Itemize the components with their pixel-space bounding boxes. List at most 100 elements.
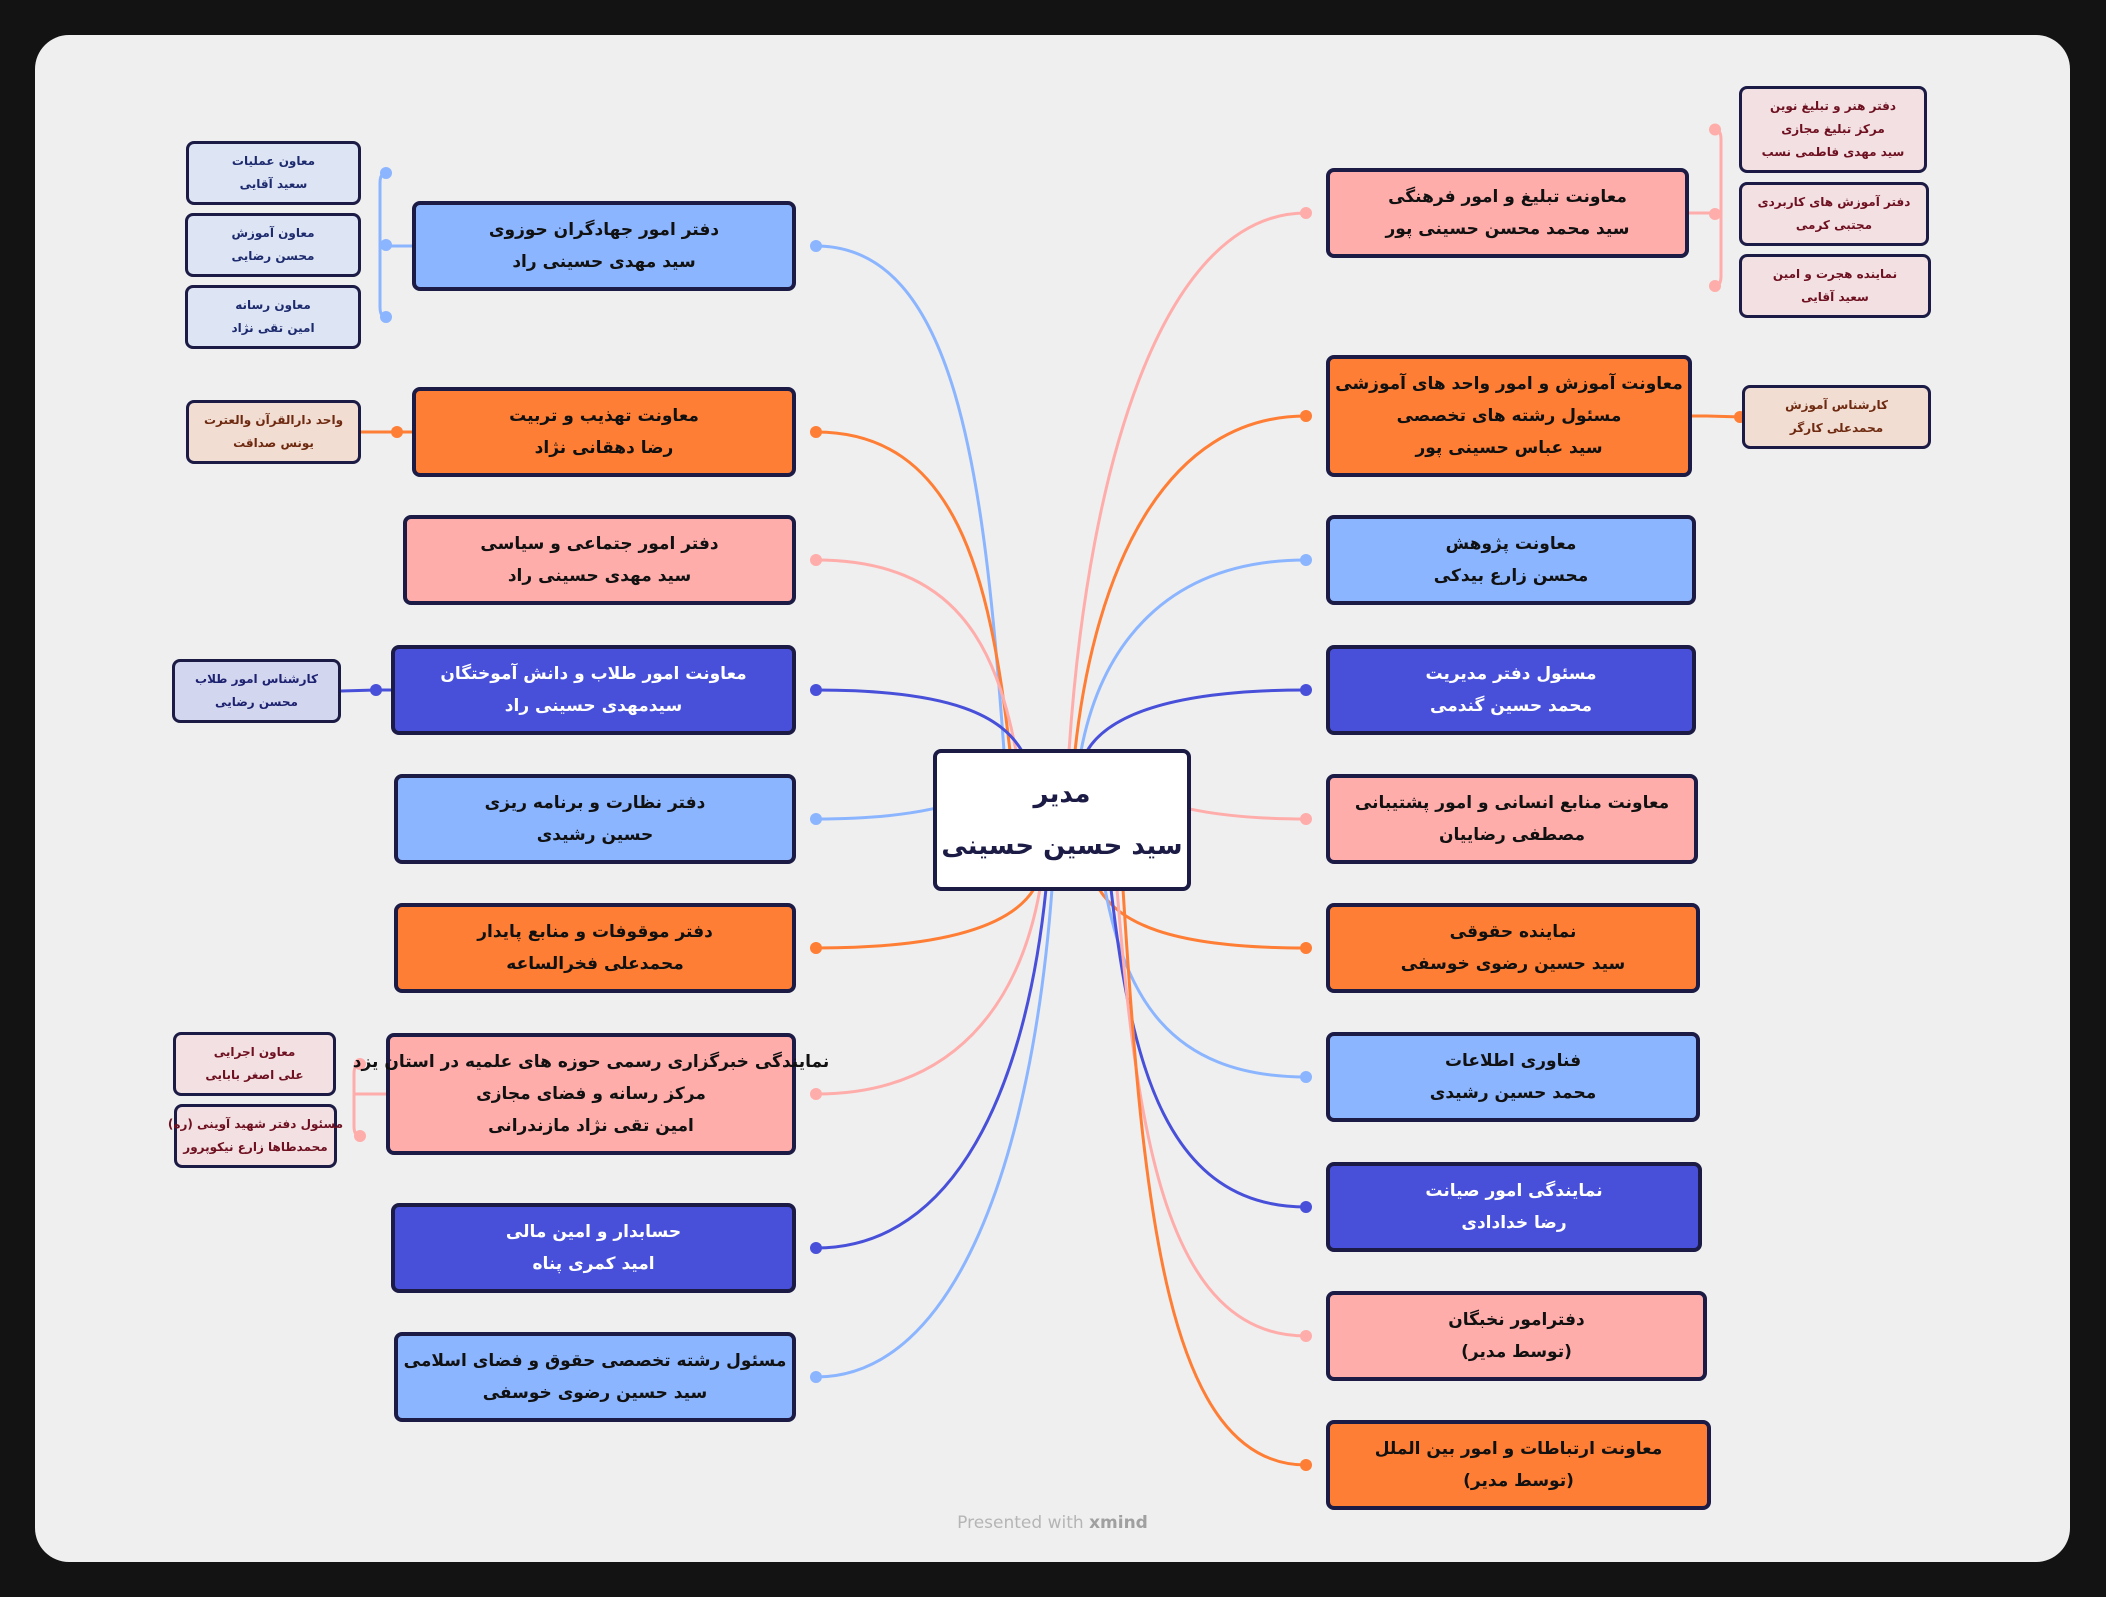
connector-dot: [1300, 684, 1312, 696]
right-topic-7-line: فناوری اطلاعات: [1444, 1051, 1582, 1071]
branch-dot: [380, 167, 392, 179]
connector-dot: [1300, 207, 1312, 219]
connector-dot: [810, 1371, 822, 1383]
right-topic-9[interactable]: دفترامور نخبگان(توسط مدیر): [1326, 1291, 1707, 1381]
connector-dot: [810, 554, 822, 566]
footer-prefix: Presented with: [957, 1513, 1084, 1533]
connector-left-2: [815, 430, 1012, 752]
connector-right-8: [1109, 888, 1307, 1209]
branch-dot: [391, 426, 403, 438]
branch-bracket: [1714, 128, 1723, 288]
left-topic-5-line: دفتر نظارت و برنامه ریزی: [484, 793, 706, 813]
connector-dot: [810, 1088, 822, 1100]
right-topic-7[interactable]: فناوری اطلاعات محمد حسین رشیدی: [1326, 1032, 1700, 1122]
connector-right-3: [1079, 558, 1307, 752]
right-topic-3-line: محسن زارع بیدکی: [1433, 566, 1589, 586]
left-topic-8-line: امید کمری پناه: [532, 1254, 655, 1274]
left-topic-6-line: محمدعلی فخرالساعه: [506, 954, 684, 974]
right-topic-3[interactable]: معاونت پژوهش محسن زارع بیدکی: [1326, 515, 1696, 605]
left-topic-2-line: رضا دهقانی نژاد: [534, 438, 674, 458]
right-topic-5[interactable]: معاونت منابع انسانی و امور پشتیبانی مصطفی…: [1326, 774, 1698, 864]
connector-right-9: [1115, 888, 1307, 1338]
right-topic-10[interactable]: معاونت ارتباطات و امور بین الملل(توسط مد…: [1326, 1420, 1711, 1510]
left-subtopic-1-1-line: معاون عملیات: [231, 154, 316, 168]
left-topic-9-line: سید حسین رضوی خوسفی: [482, 1383, 708, 1403]
left-topic-8[interactable]: حسابدار و امین مالی امید کمری پناه: [391, 1203, 796, 1293]
right-topic-5-line: مصطفی رضاییان: [1439, 825, 1586, 845]
left-topic-3-line: دفتر امور جتماعی و سیاسی: [480, 534, 719, 554]
right-subtopic-1-3-line: سعید آقایی: [1801, 290, 1869, 304]
left-topic-6[interactable]: دفتر موقوفات و منابع پایدار محمدعلی فخرال…: [394, 903, 796, 993]
connector-dot: [810, 942, 822, 954]
right-subtopic-2-1-line: محمدعلی کارگر: [1789, 421, 1884, 435]
connector-dot: [1300, 942, 1312, 954]
left-subtopic-4-1[interactable]: کارشناس امور طلاب محسن رضایی: [172, 659, 341, 723]
left-subtopic-7-2-line: محمدطاها زارع نیکوپرور: [183, 1140, 328, 1154]
connector-dot: [1300, 1071, 1312, 1083]
left-topic-7[interactable]: نمایندگی خبرگزاری رسمی حوزه های علمیه در…: [353, 1033, 829, 1155]
left-topic-3[interactable]: دفتر امور جتماعی و سیاسی سید مهدی حسینی ر…: [403, 515, 796, 605]
right-subtopic-1-1-line: مرکز تبلیغ مجازی: [1781, 122, 1885, 136]
right-topic-8-line: نمایندگی امور صیانت: [1425, 1181, 1603, 1201]
left-topic-3-line: سید مهدی حسینی راد: [507, 566, 692, 586]
left-subtopic-1-2-line: معاون آموزش: [231, 226, 315, 240]
right-topic-1-line: سید محمد محسن حسینی پور: [1385, 219, 1630, 239]
right-topic-3-line: معاونت پژوهش: [1445, 534, 1577, 554]
left-subtopic-7-2[interactable]: مسئول دفتر شهید آوینی (ره)محمدطاها زارع …: [168, 1104, 343, 1168]
connector-dot: [810, 1242, 822, 1254]
left-topic-4-line: سیدمهدی حسینی راد: [504, 696, 683, 716]
left-topic-4[interactable]: معاونت امور طلاب و دانش آموختگان سیدمهدی …: [391, 645, 796, 735]
connector-right-6: [1097, 888, 1307, 950]
right-topic-6-line: نماینده حقوقی: [1449, 922, 1577, 942]
right-topic-10-line: (توسط مدیر): [1463, 1471, 1574, 1491]
connector-left-4: [815, 688, 1024, 752]
right-topic-9-line: دفترامور نخبگان: [1448, 1310, 1585, 1330]
right-subtopic-1-2-line: مجتبی کرمی: [1795, 218, 1873, 232]
central-topic[interactable]: مدیر سید حسین حسینی: [933, 749, 1191, 891]
connector-dot: [1300, 410, 1312, 422]
branch-dot: [354, 1130, 366, 1142]
connector-right-4: [1085, 688, 1307, 752]
connector-left-8: [815, 888, 1048, 1250]
right-topic-2-line: سید عباس حسینی پور: [1415, 438, 1603, 458]
branch-dot: [380, 311, 392, 323]
left-topic-8-line: حسابدار و امین مالی: [505, 1222, 682, 1242]
left-topic-9-line: مسئول رشته تخصصی حقوق و فضای اسلامی: [403, 1351, 787, 1371]
left-topic-6-line: دفتر موقوفات و منابع پایدار: [477, 922, 713, 942]
connector-dot: [1300, 554, 1312, 566]
connector-dot: [810, 684, 822, 696]
left-topic-1-line: دفتر امور جهادگران حوزوی: [488, 220, 720, 240]
branch-dot: [1709, 123, 1721, 136]
left-subtopic-1-3-line: امین تقی نژاد: [231, 321, 315, 335]
xmind-brand: xmind: [1089, 1513, 1148, 1533]
connector-dot: [1300, 1330, 1312, 1342]
left-topic-7-line: نمایندگی خبرگزاری رسمی حوزه های علمیه در…: [352, 1052, 830, 1072]
connector-right-7: [1103, 888, 1307, 1079]
left-subtopic-4-1-line: محسن رضایی: [215, 695, 298, 709]
left-subtopic-7-1-line: علی اصغر بابایی: [205, 1068, 304, 1082]
left-topic-9[interactable]: مسئول رشته تخصصی حقوق و فضای اسلامی سید ح…: [394, 1332, 796, 1422]
left-subtopic-4-1-line: کارشناس امور طلاب: [195, 672, 318, 686]
right-topic-2-line: مسئول رشته های تخصصی: [1396, 406, 1622, 426]
connector-dot: [810, 813, 822, 825]
right-topic-7-line: محمد حسین رشیدی: [1429, 1083, 1597, 1103]
right-topic-5-line: معاونت منابع انسانی و امور پشتیبانی: [1354, 793, 1670, 813]
left-topic-4-line: معاونت امور طلاب و دانش آموختگان: [440, 664, 747, 684]
